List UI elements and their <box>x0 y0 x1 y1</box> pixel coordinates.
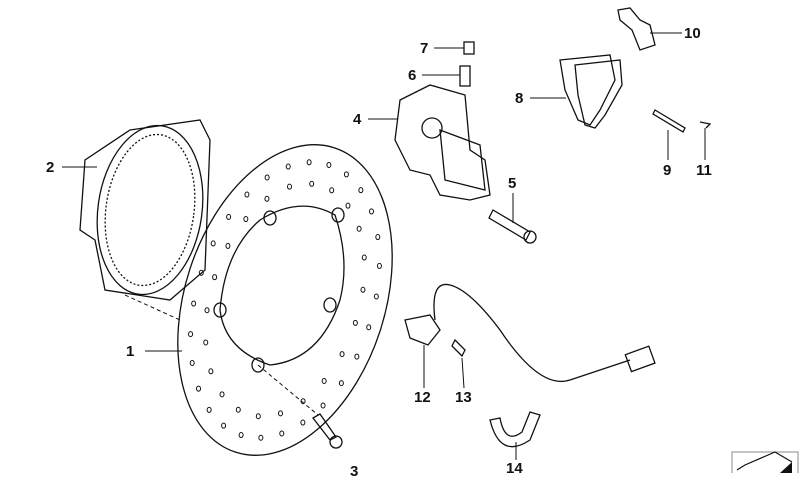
disc-hole <box>221 422 227 429</box>
brake-disc <box>177 144 393 456</box>
disc-hole <box>210 240 216 247</box>
disc-hole <box>264 195 270 202</box>
disc-hole <box>238 432 244 439</box>
callout-10: 10 <box>684 25 701 42</box>
disc-hole <box>360 286 366 293</box>
disc-hole <box>338 380 344 387</box>
abs-sensor-ring <box>79 119 211 301</box>
disc-hole <box>198 269 204 276</box>
leader-lines <box>62 32 706 460</box>
disc-hole <box>235 406 241 413</box>
disc-hole <box>203 339 209 346</box>
callout-5: 5 <box>508 175 517 192</box>
disc-hole <box>285 163 291 170</box>
disc-hole <box>244 191 250 198</box>
disc-hole <box>286 183 292 190</box>
disc-hole <box>358 187 364 194</box>
disc-hole <box>321 377 327 384</box>
disc-hole <box>352 319 358 326</box>
disc-hole <box>225 242 231 249</box>
abs-sensor <box>404 283 656 382</box>
disc-hole <box>188 331 194 338</box>
disc-hole <box>279 430 285 437</box>
disc-hole <box>376 262 382 269</box>
callout-9: 9 <box>663 162 672 179</box>
brake-caliper <box>394 84 491 201</box>
callout-13: 13 <box>455 389 472 406</box>
callout-2: 2 <box>46 159 55 176</box>
pad-spring <box>617 7 656 51</box>
callout-6: 6 <box>408 67 417 84</box>
disc-hole <box>300 419 306 426</box>
retaining-clip <box>699 121 712 129</box>
callout-4: 4 <box>353 111 362 128</box>
disc-hole <box>219 391 225 398</box>
caliper-bolt <box>488 209 537 244</box>
part-box-icon <box>731 451 799 473</box>
disc-hole <box>320 402 326 409</box>
disc-bolt <box>257 364 343 449</box>
disc-hole <box>258 434 264 441</box>
disc-hole <box>356 225 362 232</box>
disc-hole <box>191 300 197 307</box>
disc-hole <box>204 307 210 314</box>
callout-7: 7 <box>420 40 429 57</box>
disc-hole <box>326 161 332 168</box>
disc-hole <box>343 171 349 178</box>
disc-hole <box>309 180 315 187</box>
callout-1: 1 <box>126 343 135 360</box>
disc-hole <box>226 213 232 220</box>
callout-11: 11 <box>696 162 712 179</box>
disc-hole <box>375 234 381 241</box>
brake-pads <box>559 54 623 129</box>
disc-hole <box>306 159 312 166</box>
disc-hole <box>255 413 261 420</box>
callout-3: 3 <box>350 463 359 480</box>
disc-hole <box>208 368 214 375</box>
disc-hole <box>196 385 202 392</box>
disc-hole <box>212 274 218 281</box>
disc-bolts <box>213 207 345 373</box>
disc-hole <box>354 353 360 360</box>
pad-pin <box>652 109 686 133</box>
disc-hole <box>264 174 270 181</box>
disc-hole <box>189 359 195 366</box>
cable-clip <box>489 411 541 448</box>
disc-hole <box>243 216 249 223</box>
disc-holes <box>188 159 382 441</box>
disc-hole <box>345 202 351 209</box>
disc-hole <box>278 410 284 417</box>
disc-hole <box>373 293 379 300</box>
callout-12: 12 <box>414 389 431 406</box>
callout-8: 8 <box>515 90 524 107</box>
disc-hole <box>339 351 345 358</box>
disc-hole <box>361 254 367 261</box>
bleeder-valve <box>459 41 475 87</box>
disc-hole <box>329 187 335 194</box>
callout-14: 14 <box>506 460 523 477</box>
disc-hole <box>366 324 372 331</box>
disc-hole <box>368 208 374 215</box>
disc-hole <box>206 406 212 413</box>
